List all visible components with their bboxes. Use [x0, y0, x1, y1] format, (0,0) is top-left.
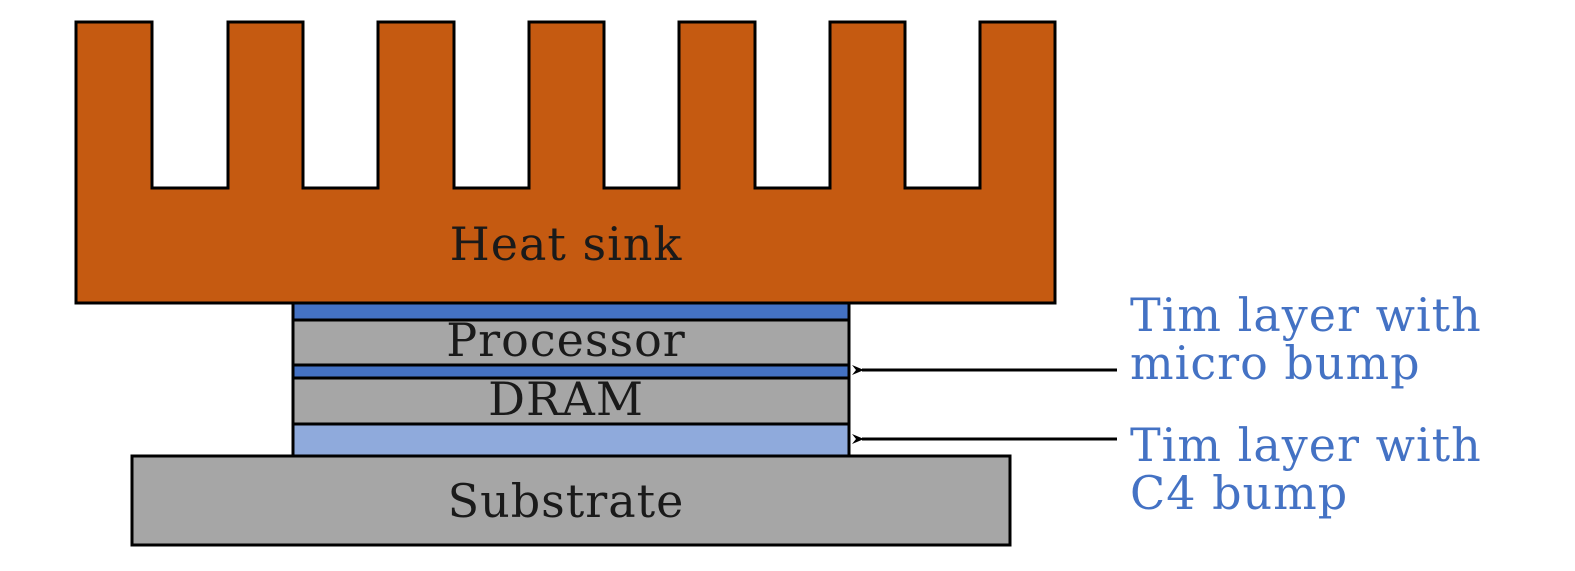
- annotation-c4-bump-line2: C4 bump: [1130, 466, 1348, 520]
- heat-sink-shape: [74, 20, 1057, 305]
- annotation-micro-bump-line1: Tim layer with: [1130, 288, 1482, 342]
- processor-layer: [291, 318, 851, 367]
- substrate-label: Substrate: [448, 474, 685, 528]
- processor-label: Processor: [446, 313, 686, 367]
- annotation-micro-bump-line2: micro bump: [1130, 336, 1421, 390]
- tim-layer-c4-bump: [291, 422, 851, 458]
- substrate-layer: [130, 454, 1012, 547]
- dram-label: DRAM: [488, 372, 644, 426]
- heat-sink-label: Heat sink: [450, 217, 683, 271]
- annotation-c4-bump-line1: Tim layer with: [1130, 418, 1482, 472]
